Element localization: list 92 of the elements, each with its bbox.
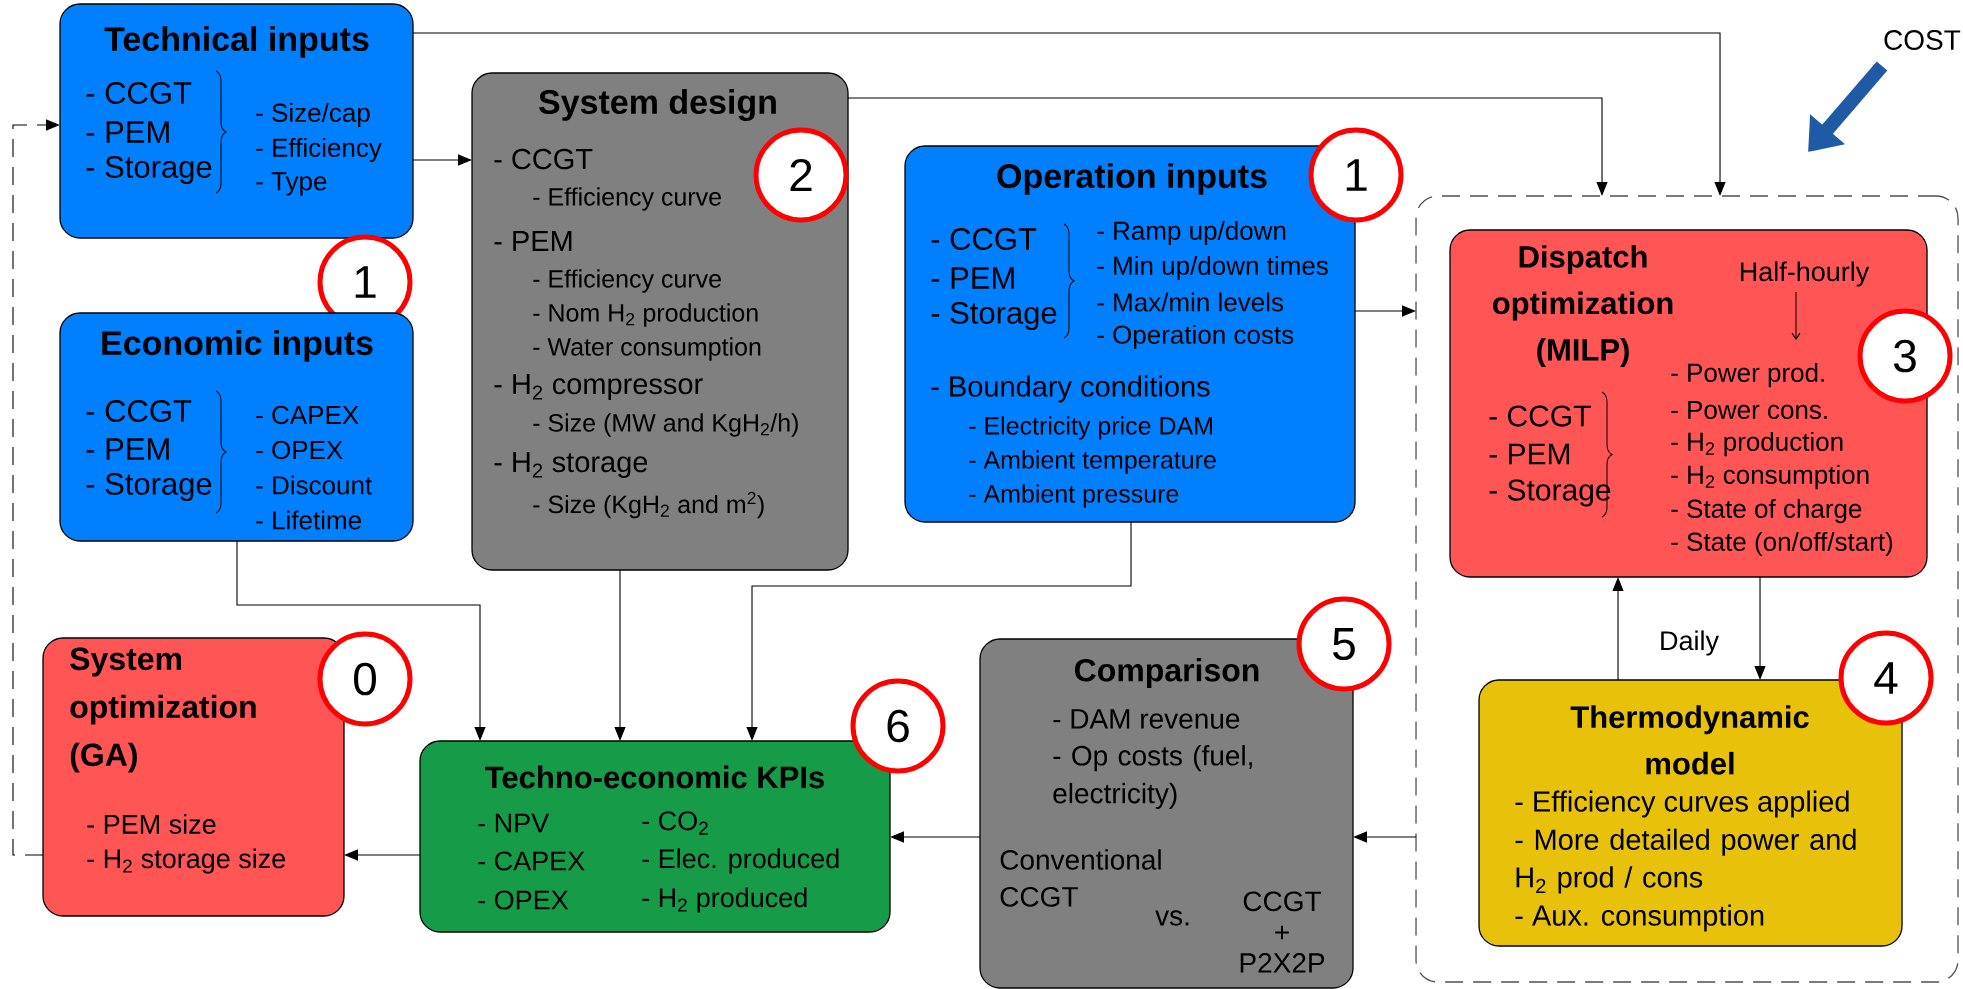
list-item: - H$_{2}$ storage <box>494 452 648 478</box>
list-item: - Efficiency curve <box>533 269 721 293</box>
list-item: - Storage <box>86 472 212 502</box>
box-title: System design <box>539 89 776 121</box>
list-item: - Boundary conditions <box>931 375 1210 403</box>
box-title: Thermodynamic model <box>1570 705 1809 775</box>
arrow <box>614 569 626 741</box>
arrow <box>847 97 1608 196</box>
list-item: - Discount <box>256 475 372 495</box>
dashed-frame <box>1415 195 1959 983</box>
list-item: - H$_{2}$ production <box>1671 431 1843 457</box>
box-title: Operation inputs <box>997 163 1267 195</box>
list-item: - PEM <box>931 267 1014 289</box>
list-item: - State (on/off/start) <box>1671 531 1893 557</box>
arrow <box>236 540 486 741</box>
list-item: - Type <box>256 172 327 196</box>
list-item: - Aux. consumption <box>1515 904 1764 932</box>
box-title: System optimization (GA) <box>70 647 256 773</box>
list-item: - Lifetime <box>256 510 361 530</box>
list-item: - CAPEX <box>256 405 359 425</box>
list-item: - H$_{2}$ compressor <box>494 374 703 400</box>
list-item: - PEM <box>86 438 169 460</box>
input-box <box>59 312 414 542</box>
list-item: - Size/cap <box>256 102 370 128</box>
list-item: - More detailed power and H$_{2}$ prod / cons <box>1515 828 1856 894</box>
arrow <box>1612 577 1624 681</box>
list-item: - Nom H$_{2}$ production <box>533 303 758 327</box>
list-item: - PEM <box>494 231 572 251</box>
list-item: - Operation costs <box>1097 324 1294 350</box>
list-item: - H$_{2}$ produced <box>642 887 807 913</box>
list-item: - Op costs (fuel, electricity) <box>1053 745 1252 809</box>
list-item: - OPEX <box>478 890 569 910</box>
arrow <box>412 154 472 166</box>
box-title: Techno-economic KPIs <box>485 765 824 789</box>
box-title: Comparison <box>1075 658 1259 688</box>
arrow <box>1354 305 1416 317</box>
box-title: Dispatch optimization (MILP) <box>1492 245 1673 367</box>
list-item: - PEM <box>1489 443 1570 465</box>
list-item: - Min up/down times <box>1097 255 1328 281</box>
list-item: - CCGT <box>86 82 192 104</box>
list-item: - NPV <box>478 813 550 833</box>
arrow <box>344 849 421 861</box>
note-text: Daily <box>1661 630 1719 656</box>
box-title: Economic inputs <box>102 330 373 362</box>
list-item: - PEM <box>86 121 169 143</box>
note-text: vs. <box>1155 910 1189 926</box>
node-label: 3 <box>1893 339 1916 373</box>
list-item: - Efficiency curves applied <box>1515 790 1849 818</box>
list-item: - H$_{2}$ consumption <box>1671 464 1869 490</box>
note-text: Conventional CCGT <box>1000 849 1161 907</box>
list-item: - Electricity price DAM <box>969 416 1212 440</box>
arrow <box>412 32 1726 196</box>
list-item: - Efficiency curve <box>533 187 721 211</box>
list-item: - CCGT <box>86 400 192 422</box>
list-item: - State of charge <box>1671 498 1862 524</box>
list-item: - Ambient temperature <box>969 450 1216 474</box>
box-title: Technical inputs <box>104 26 369 58</box>
design-box <box>471 72 849 571</box>
list-item: - Max/min levels <box>1097 292 1284 312</box>
list-item: - Storage <box>931 301 1057 331</box>
list-item: - DAM revenue <box>1053 709 1240 729</box>
list-item: - Elec. produced <box>642 848 839 874</box>
heading-text: COST <box>1884 30 1961 50</box>
list-item: - Storage <box>86 155 212 185</box>
arrow <box>1754 576 1766 680</box>
list-item: - CCGT <box>494 148 593 170</box>
list-item: - CAPEX <box>478 851 585 871</box>
list-item: - CCGT <box>1489 405 1591 427</box>
process-box <box>1449 229 1928 578</box>
list-item: - Size (KgH$_{2}$ and m$^{2}$) <box>533 491 764 519</box>
list-item: - Water consumption <box>533 337 761 361</box>
arrow <box>890 831 981 843</box>
list-item: - H$_{2}$ storage size <box>87 848 286 874</box>
node-label: 4 <box>1874 662 1898 694</box>
note-text: CCGT + P2X2P <box>1240 891 1325 973</box>
input-box <box>59 3 414 239</box>
process-box <box>42 637 345 917</box>
arrow <box>1353 831 1417 843</box>
list-item: - Power cons. <box>1671 400 1827 420</box>
list-item: - Size (MW and KgH$_{2}$/h) <box>533 413 798 437</box>
arrow <box>12 119 60 856</box>
list-item: - CO$_{2}$ <box>642 811 708 835</box>
list-item: - Ambient pressure <box>969 484 1179 508</box>
list-item: - Power prod. <box>1671 362 1824 388</box>
list-item: - CCGT <box>931 228 1037 250</box>
list-item: - PEM size <box>87 814 216 834</box>
list-item: - Efficiency <box>256 137 382 163</box>
list-item: - OPEX <box>256 440 343 460</box>
list-item: - Ramp up/down <box>1097 220 1286 246</box>
note-text: Half-hourly <box>1740 261 1870 287</box>
list-item: - Storage <box>1489 479 1611 507</box>
arrow <box>746 521 1132 741</box>
